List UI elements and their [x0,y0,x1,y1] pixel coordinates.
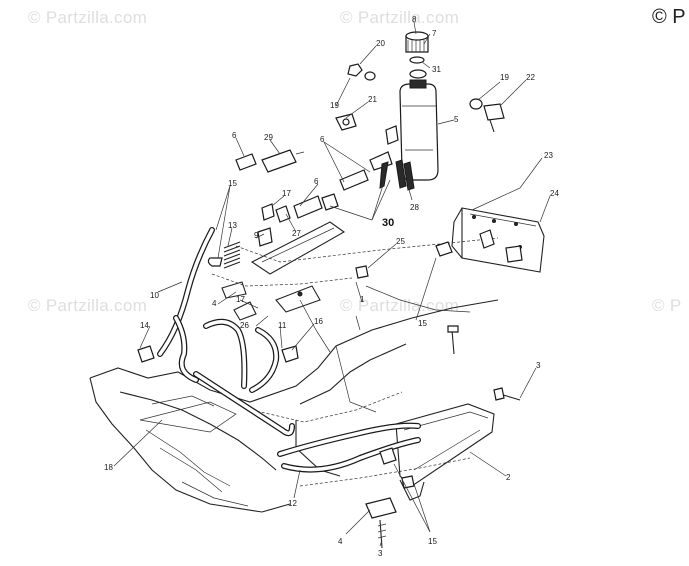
callout-16: 16 [314,317,323,326]
callout-14: 14 [140,321,149,330]
callout-17: 17 [236,295,245,304]
callout-13: 13 [228,221,237,230]
mount-bracket [221,221,346,321]
watermark: © Partzilla.com [340,8,460,27]
lower-hardware [137,265,521,549]
callout-12: 12 [288,499,297,508]
callout-15: 15 [228,179,237,188]
bracket-panel [435,207,545,273]
callout-19: 19 [500,73,509,82]
callout-labels: 8 7 31 20 19 22 19 21 5 6 29 6 6 28 30 2… [104,15,559,558]
callout-9: 9 [254,231,259,240]
callout-2: 2 [506,473,511,482]
callout-19: 19 [330,101,339,110]
callout-3: 3 [536,361,541,370]
callout-15: 15 [418,319,427,328]
coolant-hoses [157,227,421,473]
watermark: © Partzilla.com [28,296,148,315]
callout-8: 8 [412,15,417,24]
callout-6: 6 [314,177,319,186]
copyright-mark: © P [652,6,686,28]
leader-lines [113,21,551,547]
hose-fittings [235,125,415,223]
callout-10: 10 [150,291,159,300]
watermark: © Partzilla.com [28,8,148,27]
callout-15: 15 [428,537,437,546]
watermark: © Partzilla.com [340,296,460,315]
callout-11: 11 [278,321,287,330]
callout-7: 7 [432,29,437,38]
callout-31: 31 [432,65,441,74]
callout-6: 6 [320,135,325,144]
callout-4: 4 [338,537,343,546]
coolant-reservoir [399,69,439,181]
callout-1: 1 [360,295,365,304]
watermark: © P [652,296,682,315]
callout-21: 21 [368,95,377,104]
spring-and-clamps [207,203,275,269]
callout-28: 28 [410,203,419,212]
callout-18: 18 [104,463,113,472]
callout-20: 20 [376,39,385,48]
callout-26: 26 [240,321,249,330]
reservoir-cap [405,31,429,64]
rail-bracket [395,403,495,501]
hardware-items [335,63,505,133]
callout-25: 25 [396,237,405,246]
callout-29: 29 [264,133,273,142]
callout-23: 23 [544,151,553,160]
callout-17: 17 [282,189,291,198]
callout-6: 6 [232,131,237,140]
callout-3: 3 [378,549,383,558]
callout-22: 22 [526,73,535,82]
callout-4: 4 [212,299,217,308]
callout-24: 24 [550,189,559,198]
callout-5: 5 [454,115,459,124]
chassis-frame [89,237,499,513]
callout-27: 27 [292,229,301,238]
callout-30: 30 [382,217,394,229]
